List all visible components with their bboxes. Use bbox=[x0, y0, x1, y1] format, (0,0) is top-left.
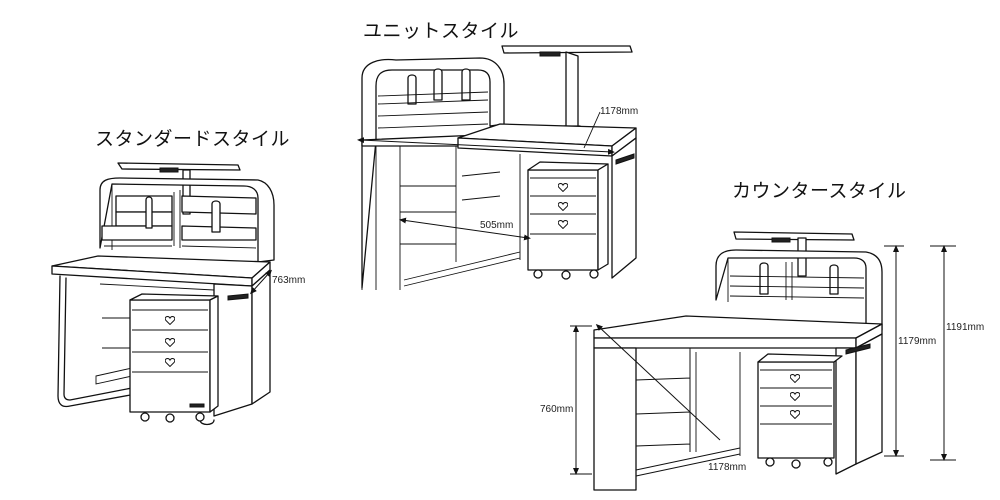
title-standard-style: スタンダードスタイル bbox=[95, 128, 291, 150]
dim-line-standard bbox=[249, 269, 273, 295]
standard-hutch-frame bbox=[99, 177, 275, 263]
dim-counter-desk-height: 760mm bbox=[540, 404, 573, 415]
unit-hutch-frame bbox=[361, 57, 505, 289]
title-unit-style: ユニットスタイル bbox=[363, 20, 520, 42]
counter-lamp-head bbox=[733, 231, 855, 241]
dim-counter-total-height: 1191mm bbox=[946, 322, 984, 333]
standard-side-panel bbox=[213, 283, 253, 417]
dim-counter-hutch-height: 1179mm bbox=[898, 336, 936, 347]
unit-lamp-head bbox=[501, 45, 633, 54]
counter-desk: 760mm 1179mm 1191mm 1178mm bbox=[540, 231, 984, 491]
dim-unit-shelf-width: 505mm bbox=[480, 220, 513, 231]
counter-shelf-side bbox=[593, 347, 637, 491]
counter-desktop bbox=[593, 315, 883, 339]
standard-drawer-wagon bbox=[129, 299, 211, 413]
unit-desk: 1178mm 505mm bbox=[357, 45, 638, 290]
standard-lamp-head bbox=[117, 162, 241, 171]
standard-lamp-light bbox=[159, 167, 179, 173]
standard-desk: 763mm bbox=[51, 162, 305, 426]
dim-standard-depth: 763mm bbox=[272, 275, 305, 286]
unit-lamp-pole bbox=[565, 51, 579, 129]
dim-unit-width: 1178mm bbox=[600, 106, 638, 117]
counter-hutch-frame bbox=[715, 249, 883, 333]
dim-counter-width: 1178mm bbox=[708, 462, 746, 473]
title-counter-style: カウンタースタイル bbox=[732, 180, 907, 202]
